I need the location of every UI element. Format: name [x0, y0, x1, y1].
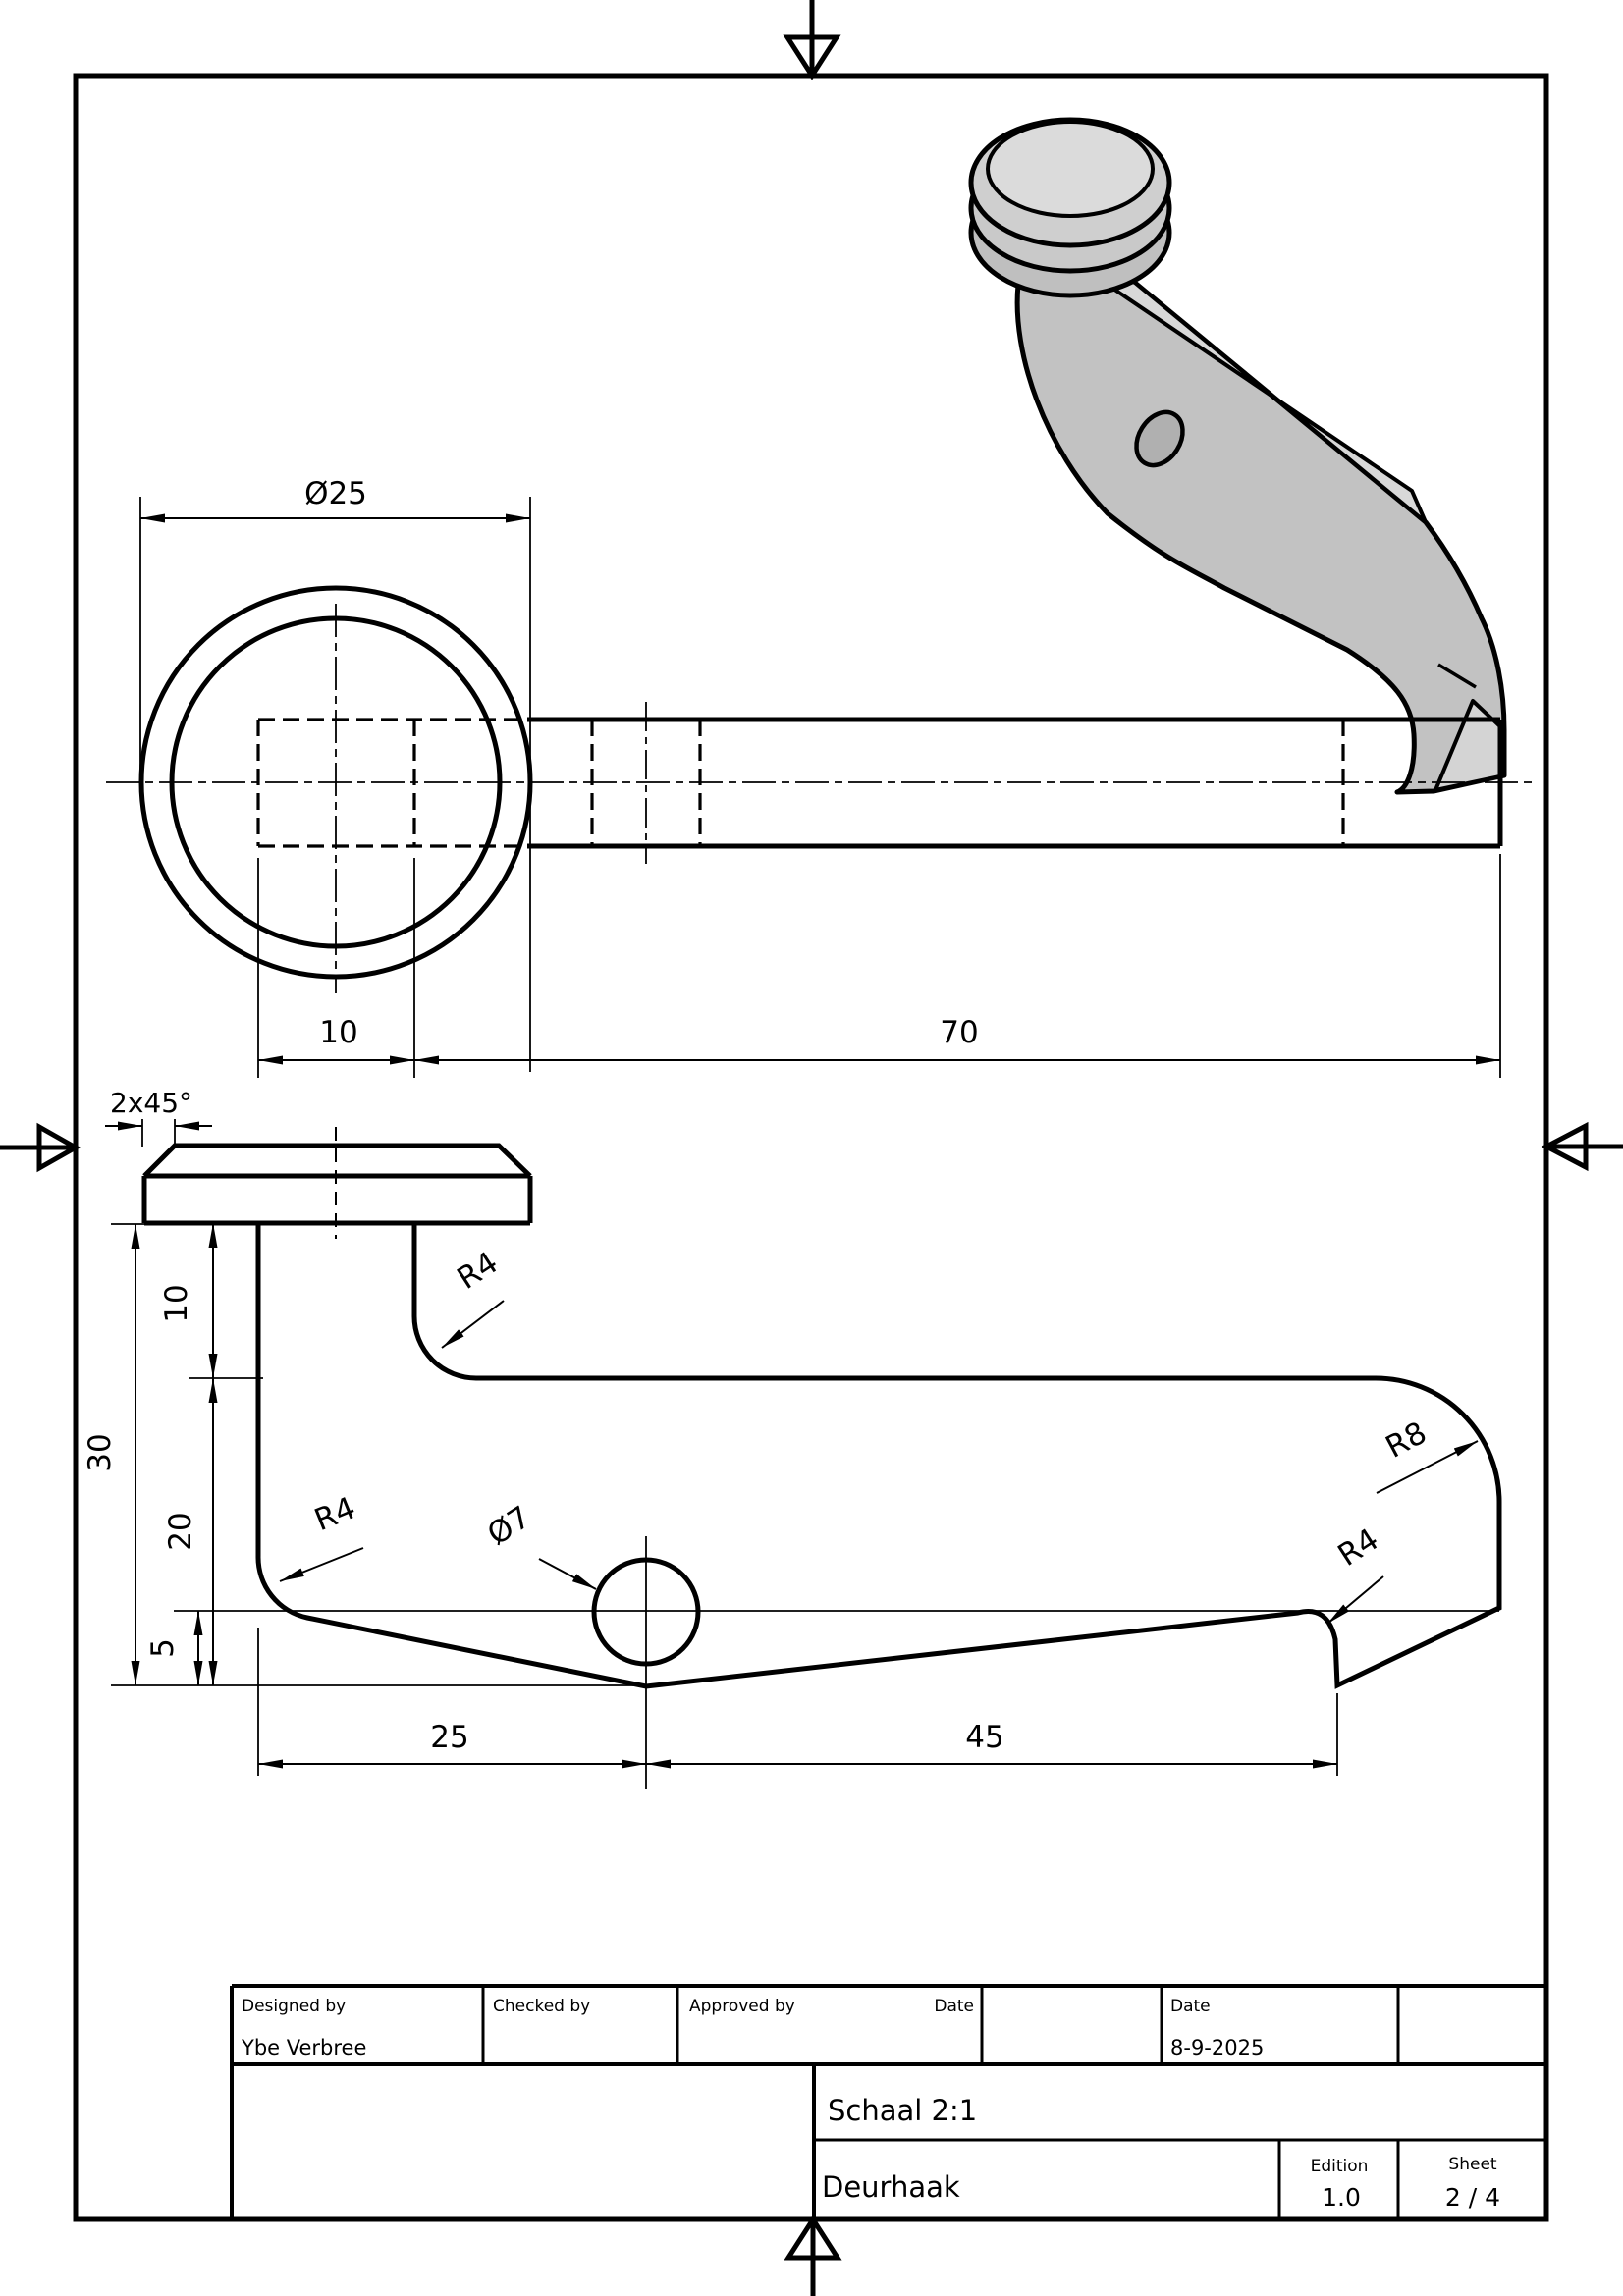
part-name: Deurhaak	[822, 2170, 960, 2204]
callout-r4-left: R4	[309, 1490, 360, 1538]
sheet-value: 2 / 4	[1445, 2183, 1500, 2212]
iso-body	[1014, 270, 1507, 795]
title-block-lines	[230, 1984, 1546, 2219]
date-label-1: Date	[934, 1997, 974, 2016]
callouts: R4 R4 Ø7 R8 R4	[279, 1245, 1479, 1625]
sheet-label: Sheet	[1448, 2155, 1496, 2174]
centering-mark-top	[783, 0, 841, 80]
iso-knob	[968, 117, 1172, 298]
callout-r8: R8	[1380, 1415, 1433, 1466]
side-body-outline	[255, 1223, 1502, 1689]
callout-r4-hook: R4	[1331, 1522, 1384, 1574]
top-view-centerlines	[106, 604, 1532, 993]
dim-25-45: 25 45	[258, 1720, 1337, 1769]
scale-value: Schaal 2:1	[828, 2094, 977, 2127]
designed-by-label: Designed by	[242, 1997, 346, 2016]
shaft-hidden-lines	[256, 718, 1345, 848]
checked-by-label: Checked by	[493, 1997, 590, 2016]
centering-mark-left	[0, 1122, 81, 1173]
dim-30-label: 30	[82, 1433, 118, 1471]
approved-by-label: Approved by	[689, 1997, 795, 2016]
dim-10v-label: 10	[159, 1284, 194, 1322]
dim-chamfer-label: 2x45°	[110, 1087, 192, 1119]
dim-25-label: 25	[430, 1720, 468, 1755]
dim-45-label: 45	[965, 1720, 1003, 1755]
dim-5-label: 5	[145, 1638, 181, 1658]
callout-dia7: Ø7	[481, 1500, 537, 1553]
side-view: 2x45° 30 10 20 5 25 45 R4 R4 Ø7	[82, 1087, 1502, 1789]
dim-70-label: 70	[940, 1015, 978, 1050]
callout-r4-neck: R4	[451, 1245, 504, 1297]
edition-value: 1.0	[1322, 2183, 1361, 2212]
dim-vertical-group: 30 10 20 5	[82, 1223, 218, 1685]
iso-hole	[1134, 409, 1185, 468]
dim-dia25: Ø25	[139, 476, 531, 1072]
dim-dia25-label: Ø25	[304, 476, 367, 511]
side-extension-lines	[111, 1119, 1499, 1789]
edition-label: Edition	[1311, 2157, 1369, 2176]
title-block: Designed by Ybe Verbree Checked by Appro…	[230, 1984, 1546, 2219]
head-inner-circle	[169, 615, 503, 949]
date-label-2: Date	[1170, 1997, 1211, 2016]
dim-10-70: 10 70	[257, 854, 1501, 1078]
isometric-view	[968, 117, 1507, 795]
designed-by-value: Ybe Verbree	[241, 2036, 366, 2059]
iso-crease	[1437, 663, 1477, 689]
dim-20-label: 20	[163, 1512, 198, 1550]
date-value: 8-9-2025	[1170, 2036, 1264, 2059]
side-head-outline	[141, 1143, 533, 1226]
top-view: Ø25 10 70	[106, 476, 1532, 1078]
dim-chamfer: 2x45°	[105, 1087, 212, 1131]
dim-10-label: 10	[319, 1015, 357, 1050]
centering-mark-right	[1541, 1121, 1623, 1172]
centering-mark-bottom	[784, 2215, 842, 2296]
shaft-outline	[527, 717, 1503, 849]
